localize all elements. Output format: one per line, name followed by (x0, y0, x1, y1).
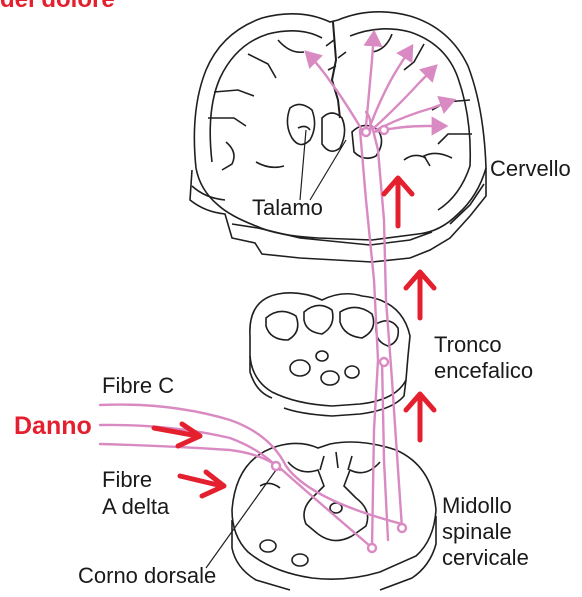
label-corno-dorsale: Corno dorsale (78, 563, 216, 589)
label-midollo-line3: cervicale (442, 545, 529, 571)
label-tronco-line2: encefalico (434, 358, 533, 384)
diagram-title: del dolore (0, 0, 115, 13)
arrow-up-brainstem (406, 272, 434, 318)
arrow-right-fibre-c (154, 424, 200, 446)
label-fibre-ad-line1: Fibre (102, 467, 152, 493)
label-midollo-line2: spinale (442, 519, 512, 545)
pain-pathways (100, 32, 454, 552)
label-tronco-line1: Tronco (434, 332, 502, 358)
label-midollo-line1: Midollo (442, 493, 512, 519)
label-fibre-c: Fibre C (102, 373, 174, 399)
label-cervello: Cervello (490, 156, 571, 182)
arrow-up-brain (384, 178, 412, 226)
label-fibre-ad-line2: A delta (102, 494, 169, 520)
arrow-right-a-delta (180, 472, 224, 496)
arrow-up-spinal (406, 394, 434, 440)
label-talamo: Talamo (252, 195, 323, 221)
brain-section (190, 12, 486, 262)
label-danno: Danno (14, 413, 92, 439)
